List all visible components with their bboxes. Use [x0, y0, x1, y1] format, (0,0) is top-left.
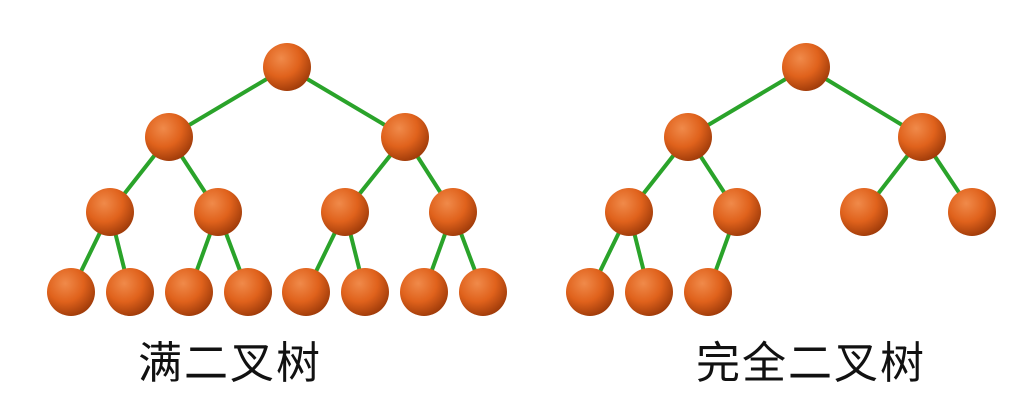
tree-node — [625, 268, 673, 316]
full-binary-tree-label: 满二叉树 — [138, 338, 322, 389]
tree-node — [263, 43, 311, 91]
tree-node — [459, 268, 507, 316]
tree-node — [664, 113, 712, 161]
full-binary-tree — [47, 43, 507, 316]
tree-node — [165, 268, 213, 316]
tree-node — [224, 268, 272, 316]
tree-node — [684, 268, 732, 316]
tree-node — [605, 188, 653, 236]
tree-node — [840, 188, 888, 236]
tree-node — [381, 113, 429, 161]
tree-node — [429, 188, 477, 236]
nodes — [47, 43, 507, 316]
tree-node — [713, 188, 761, 236]
tree-node — [948, 188, 996, 236]
tree-node — [106, 268, 154, 316]
edges — [588, 65, 974, 294]
tree-node — [47, 268, 95, 316]
tree-node — [86, 188, 134, 236]
nodes — [566, 43, 996, 316]
edges — [69, 65, 485, 294]
tree-node — [782, 43, 830, 91]
tree-node — [194, 188, 242, 236]
tree-node — [341, 268, 389, 316]
tree-node — [145, 113, 193, 161]
tree-node — [566, 268, 614, 316]
tree-node — [400, 268, 448, 316]
complete-binary-tree — [566, 43, 996, 316]
complete-binary-tree-label: 完全二叉树 — [696, 338, 926, 389]
tree-node — [282, 268, 330, 316]
tree-node — [321, 188, 369, 236]
tree-node — [898, 113, 946, 161]
